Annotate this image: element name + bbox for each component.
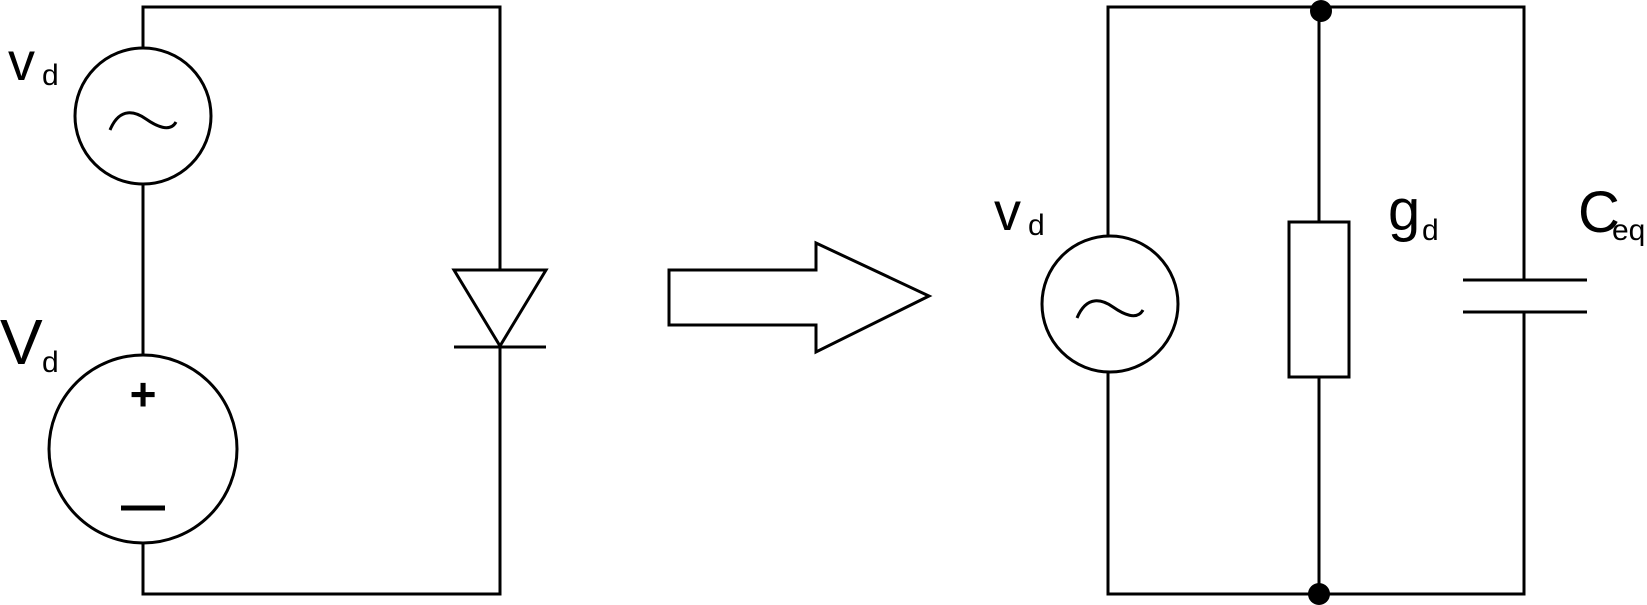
right-wire-top	[1106, 5, 1526, 280]
left-ac-source	[73, 46, 213, 186]
left-wire-top	[141, 5, 502, 270]
svg-text:eq: eq	[1612, 214, 1645, 247]
diode-triangle-icon	[451, 268, 549, 349]
svg-text:d: d	[42, 346, 59, 379]
ac-sine-icon	[1075, 299, 1145, 319]
dc-plus-sign: +	[130, 368, 157, 420]
left-wire-bottom	[141, 419, 502, 596]
svg-text:d: d	[1422, 214, 1439, 247]
diode	[451, 268, 549, 419]
right-ac-source	[1040, 234, 1180, 374]
transform-arrow-icon	[667, 240, 933, 355]
right-circuit: v d g d C eq	[994, 0, 1645, 605]
conductance-resistor	[1287, 220, 1351, 379]
left-ac-source-label: v d	[8, 32, 59, 92]
capacitor	[1463, 278, 1587, 314]
junction-bottom	[1308, 583, 1330, 605]
junction-top	[1310, 0, 1332, 22]
conductance-label: g d	[1388, 178, 1439, 247]
svg-text:C: C	[1578, 180, 1620, 245]
svg-text:V: V	[0, 306, 43, 378]
left-circuit: + v d V d	[0, 5, 549, 596]
svg-text:v: v	[994, 182, 1021, 242]
capacitance-label: C eq	[1578, 180, 1645, 247]
svg-text:d: d	[1028, 209, 1045, 242]
svg-text:d: d	[42, 59, 59, 92]
left-dc-source-label: V d	[0, 306, 59, 379]
right-ac-source-label: v d	[994, 182, 1045, 242]
ac-sine-icon	[108, 111, 178, 131]
right-wire-bottom	[1106, 312, 1526, 596]
svg-text:g: g	[1388, 178, 1420, 243]
svg-text:v: v	[8, 32, 35, 92]
left-dc-source: +	[47, 353, 239, 545]
